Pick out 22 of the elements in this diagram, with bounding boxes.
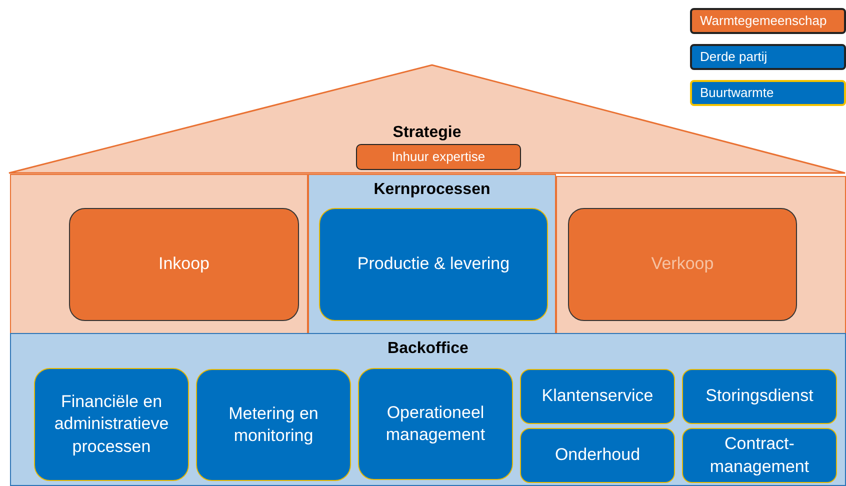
roof-panel	[8, 64, 846, 174]
legend-item: Warmtegemeenschap	[690, 8, 846, 34]
process-box: Verkoop	[568, 208, 797, 321]
legend-item: Buurtwarmte	[690, 80, 846, 106]
section-panel	[10, 333, 846, 486]
process-box: Inkoop	[69, 208, 299, 321]
process-box: Operationeel management	[358, 368, 513, 480]
process-box: Metering en monitoring	[196, 369, 351, 481]
process-box: Productie & levering	[319, 208, 548, 321]
process-box: Onderhoud	[520, 428, 675, 483]
band-panel	[10, 174, 308, 334]
section-title: Backoffice	[388, 340, 468, 358]
process-box: Klantenservice	[520, 369, 675, 424]
legend-item: Derde partij	[690, 44, 846, 70]
section-title: Kernprocessen	[374, 181, 490, 199]
section-panel	[308, 174, 556, 334]
band-panel	[556, 176, 846, 334]
process-box: Financiële en administratieve processen	[34, 368, 189, 481]
process-box: Contract- management	[682, 428, 837, 483]
section-title: Strategie	[392, 124, 462, 142]
process-box: Storingsdienst	[682, 369, 837, 424]
process-box: Inhuur expertise	[356, 144, 521, 170]
